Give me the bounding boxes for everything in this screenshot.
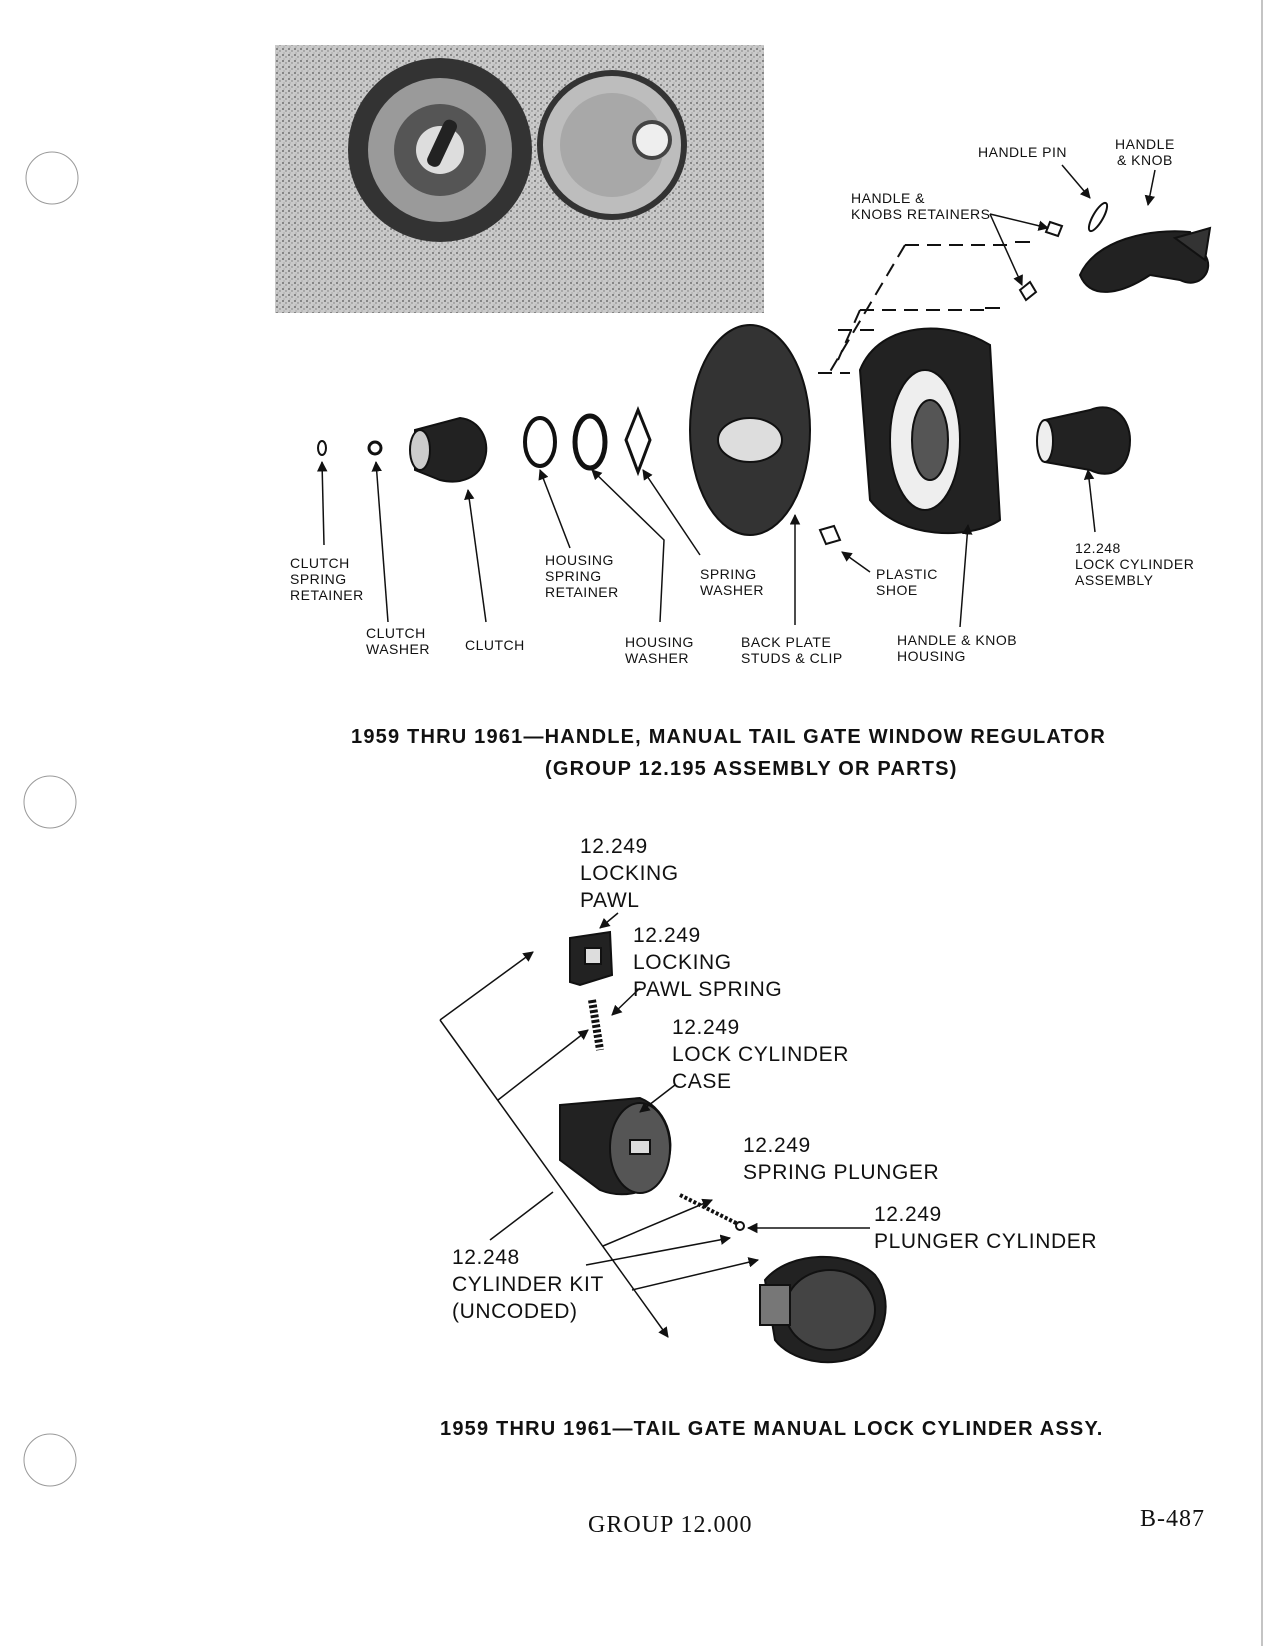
label-lock-cylinder-case: 12.249 LOCK CYLINDER CASE	[672, 1016, 850, 1093]
plastic-shoe-part	[818, 524, 842, 546]
label-spring-plunger: 12.249 SPRING PLUNGER	[743, 1134, 940, 1184]
clutch-part	[414, 416, 488, 483]
fig1-leaders	[316, 164, 1156, 628]
label-lock-cylinder-assembly: 12.248 LOCK CYLINDER ASSEMBLY	[1075, 540, 1195, 588]
label-housing-spring-retainer: HOUSING SPRING RETAINER	[545, 552, 619, 600]
label-back-plate-studs-clip: BACK PLATE STUDS & CLIP	[741, 634, 843, 666]
retainer-part-1	[1044, 220, 1064, 238]
binder-hole-middle	[23, 775, 77, 829]
binder-hole-bottom	[23, 1433, 77, 1487]
figure2-caption: 1959 THRU 1961—TAIL GATE MANUAL LOCK CYL…	[440, 1418, 1104, 1440]
label-locking-pawl-spring: 12.249 LOCKING PAWL SPRING	[633, 924, 783, 1001]
label-handle-knob: HANDLE & KNOB	[1115, 136, 1175, 168]
figure1-caption-line1: 1959 THRU 1961—HANDLE, MANUAL TAIL GATE …	[351, 726, 1107, 748]
label-plastic-shoe: PLASTIC SHOE	[876, 566, 938, 598]
locking-pawl-spring-part	[588, 999, 604, 1051]
label-spring-washer: SPRING WASHER	[700, 566, 764, 598]
label-clutch-spring-retainer: CLUTCH SPRING RETAINER	[290, 555, 364, 603]
binder-holes	[23, 151, 79, 1487]
handle-knob-part	[1078, 230, 1210, 293]
label-locking-pawl: 12.249 LOCKING PAWL	[580, 835, 679, 912]
binder-hole-top	[25, 151, 79, 205]
clutch-spring-retainer-part	[317, 440, 327, 456]
label-clutch-washer: CLUTCH WASHER	[366, 625, 430, 657]
label-handle-knob-housing: HANDLE & KNOB HOUSING	[897, 632, 1018, 664]
spring-washer-part	[624, 405, 652, 477]
handle-pin-part	[1087, 201, 1109, 233]
fig2-leaders	[439, 912, 870, 1338]
label-plunger-cylinder: 12.249 PLUNGER CYLINDER	[874, 1203, 1098, 1253]
housing-washer-part	[572, 413, 608, 471]
figure1-caption-line2: (GROUP 12.195 ASSEMBLY OR PARTS)	[545, 758, 958, 780]
footer-page-number: B-487	[1140, 1506, 1205, 1532]
retainer-part-2	[1018, 280, 1038, 302]
fuel-door-photo	[275, 45, 764, 313]
label-housing-washer: HOUSING WASHER	[625, 634, 694, 666]
label-cylinder-kit: 12.248 CYLINDER KIT (UNCODED)	[452, 1246, 604, 1323]
lock-cylinder-assembly-part	[1044, 406, 1132, 475]
footer-group-number: GROUP 12.000	[588, 1512, 753, 1538]
fig1-parts	[317, 201, 1212, 546]
spring-plunger-part	[679, 1193, 741, 1227]
fig1-dashed-guides	[818, 244, 1015, 376]
label-handle-knobs-retainers: HANDLE & KNOBS RETAINERS	[851, 190, 991, 222]
fig2-parts	[559, 930, 887, 1364]
clutch-washer-part	[367, 440, 383, 456]
housing-spring-retainer-part	[523, 416, 557, 468]
label-handle-pin: HANDLE PIN	[978, 144, 1068, 160]
label-clutch: CLUTCH	[465, 637, 525, 653]
